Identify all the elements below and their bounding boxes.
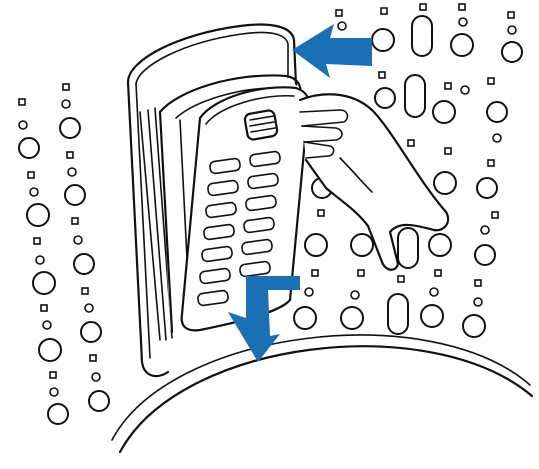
filter-screen [182,87,309,330]
drum-rim [112,335,532,452]
arrow-left-icon [292,24,372,78]
drum-holes-left [19,84,109,424]
